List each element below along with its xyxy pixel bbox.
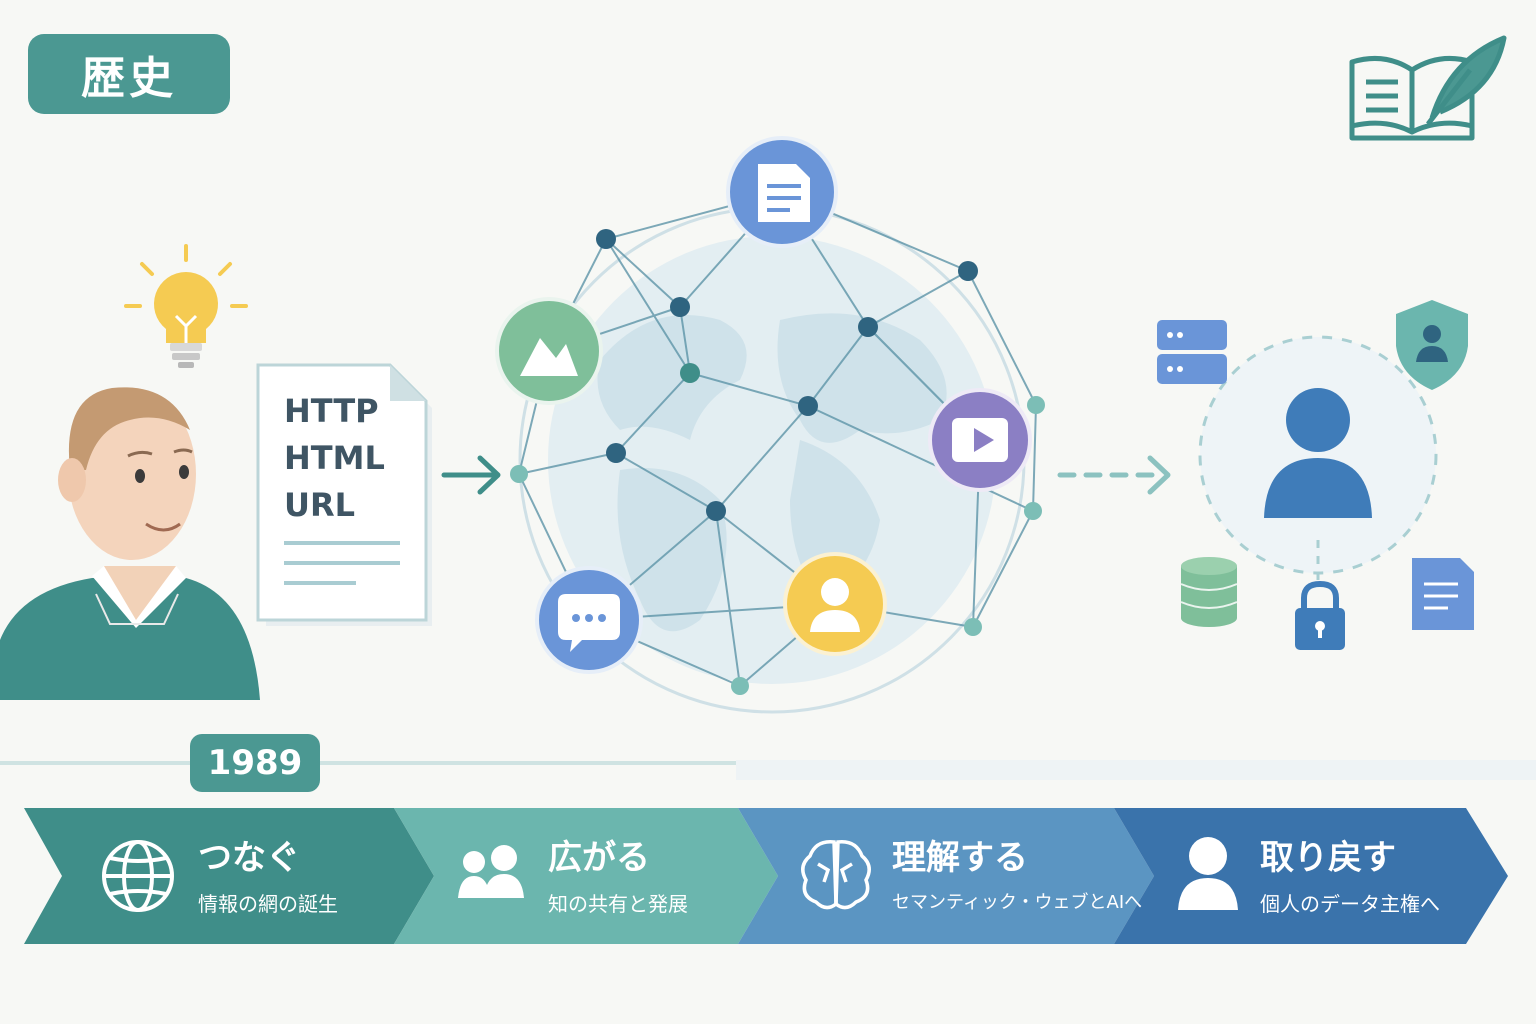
brain-icon [801, 840, 871, 910]
stage-title: つなぐ [198, 838, 300, 878]
stage-reclaim: 取り戻す 個人のデータ主権へ [1150, 808, 1510, 944]
year-badge: 1989 [190, 734, 320, 792]
protocol-http: HTTP [284, 392, 379, 430]
stage-subtitle: セマンティック・ウェブとAIへ [892, 892, 1143, 913]
stage-connect: つなぐ 情報の網の誕生 [0, 808, 430, 944]
document-icon [726, 136, 838, 248]
server-icon [1157, 320, 1227, 384]
lightbulb-icon [124, 244, 248, 368]
chart-icon [495, 297, 603, 405]
stage-arrows [24, 808, 1508, 944]
video-icon [928, 388, 1032, 492]
stage-understand: 理解する セマンティック・ウェブとAIへ [770, 808, 1150, 944]
protocol-list: HTTP HTML URL [284, 388, 424, 529]
stage-subtitle: 個人のデータ主権へ [1260, 892, 1440, 916]
page-title: 歴史 [28, 34, 230, 114]
book-quill-icon [1349, 35, 1507, 141]
timeline-line-faded [736, 760, 1536, 780]
database-icon [1180, 557, 1238, 627]
lock-icon [1295, 580, 1345, 650]
shield-user-icon [1396, 300, 1468, 390]
inventor-avatar [0, 387, 260, 700]
timeline-line [0, 761, 736, 765]
person-icon [1178, 837, 1238, 910]
protocol-document [256, 363, 432, 626]
globe-network [495, 136, 1045, 714]
stage-subtitle: 情報の網の誕生 [198, 892, 338, 916]
stage-title: 理解する [892, 838, 1028, 878]
protocol-url: URL [284, 486, 356, 524]
stage-title: 取り戻す [1260, 838, 1396, 878]
globe-icon [102, 840, 174, 912]
file-icon [1412, 558, 1474, 630]
stage-spread: 広がる 知の共有と発展 [430, 808, 770, 944]
arrow-right-icon [441, 455, 501, 495]
user-icon [783, 552, 887, 656]
dashed-arrow-icon [1057, 455, 1171, 495]
people-icon [458, 845, 524, 898]
chat-icon [535, 566, 643, 674]
stage-title: 広がる [548, 838, 650, 878]
personal-data-cluster [1157, 300, 1474, 650]
stage-subtitle: 知の共有と発展 [548, 892, 688, 916]
protocol-html: HTML [284, 439, 385, 477]
